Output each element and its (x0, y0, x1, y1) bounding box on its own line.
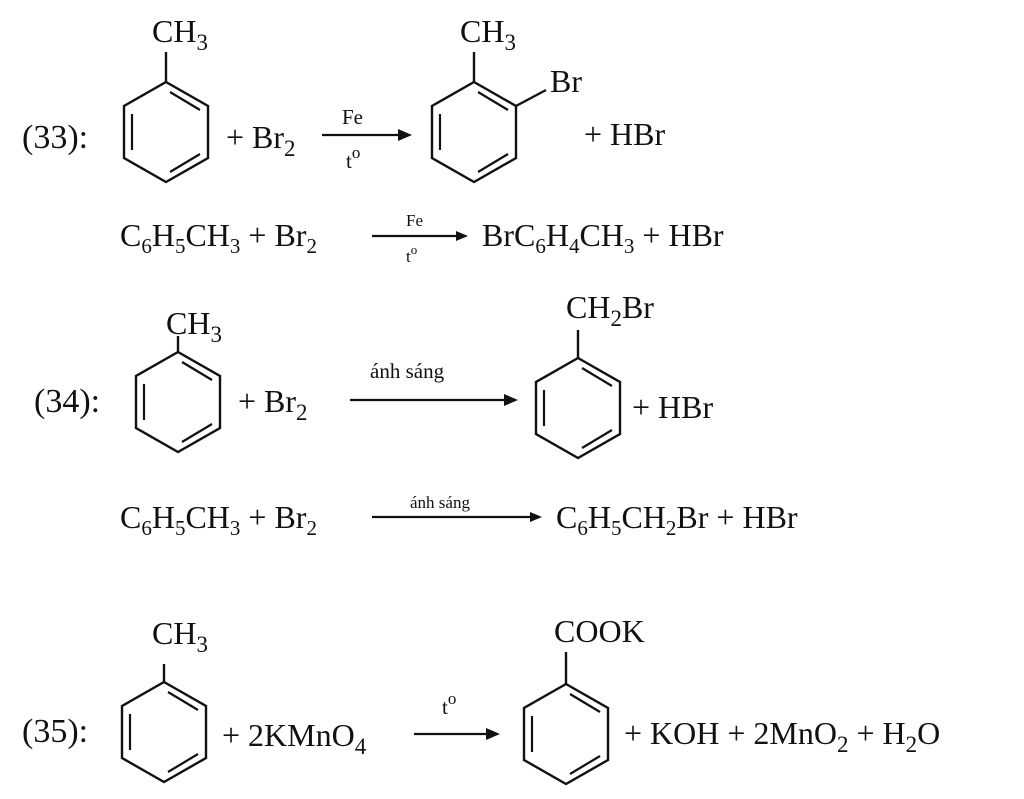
toluene-ring-33 (122, 52, 210, 184)
linear-34-arrow-top: ánh sáng (410, 493, 470, 512)
double-bond (169, 91, 201, 111)
arrow-34-condition-top: ánh sáng (370, 359, 445, 383)
reaction-34: (34): CH3 + Br2 ánh sáng CH2Br + HBr C6H… (34, 289, 798, 540)
linear-33-arrow-top: Fe (406, 211, 423, 230)
arrow-head (504, 394, 518, 406)
product-35-substituent: COOK (554, 613, 645, 649)
benzene-ring-34-reactant (134, 350, 222, 454)
double-bond (181, 361, 213, 381)
reactant-34-substituent: CH3 (166, 305, 222, 347)
reagent-35: + 2KMnO4 (222, 717, 367, 759)
double-bond (581, 429, 613, 449)
linear-33-arrow-bottom: to (406, 242, 417, 266)
product-34-substituent: CH2Br (566, 289, 654, 331)
arrow-35-condition-top: to (442, 689, 456, 719)
potassium-benzoate-ring-35 (522, 652, 610, 786)
reactant-35-substituent: CH3 (152, 615, 208, 657)
toluene-ring-34 (134, 336, 222, 454)
benzene-ring-34-product (534, 356, 622, 460)
reagent-34: + Br2 (238, 383, 308, 425)
linear-34-right: C6H5CH2Br + HBr (556, 499, 798, 540)
reaction-35-label: (35): (22, 713, 88, 750)
reagent-33: + Br2 (226, 119, 296, 161)
arrow-head (398, 129, 412, 141)
double-bond (167, 691, 199, 711)
bromotoluene-ring-33 (430, 52, 547, 184)
reaction-33-label: (33): (22, 119, 88, 156)
double-bond (477, 91, 509, 111)
double-bond (169, 153, 201, 173)
product-33-substituent: CH3 (460, 13, 516, 55)
product-33-ortho: Br (550, 63, 582, 99)
double-bond (167, 753, 199, 773)
double-bond (477, 153, 509, 173)
arrow-33-condition-bottom: to (346, 143, 360, 173)
arrow-33-condition-top: Fe (342, 105, 363, 129)
linear-33-left: C6H5CH3 + Br2 (120, 217, 317, 258)
reactant-33-substituent: CH3 (152, 13, 208, 55)
ortho-bond (515, 88, 547, 108)
reaction-34-label: (34): (34, 383, 100, 420)
benzyl-bromide-ring-34 (534, 330, 622, 460)
benzene-ring-33-product (430, 80, 518, 184)
benzene-ring-33-reactant (122, 80, 210, 184)
linear-34-left: C6H5CH3 + Br2 (120, 499, 317, 540)
double-bond (581, 367, 613, 387)
byproduct-34: + HBr (632, 389, 714, 425)
benzene-ring-35-reactant (120, 680, 208, 784)
double-bond (181, 423, 213, 443)
double-bond (569, 693, 601, 713)
arrow-head (456, 231, 468, 241)
benzene-ring-35-product (522, 682, 610, 786)
linear-33-right: BrC6H4CH3 + HBr (482, 217, 724, 258)
arrow-head (486, 728, 500, 740)
arrow-head (530, 512, 542, 522)
reaction-35: (35): CH3 + 2KMnO4 to COOK + KOH + 2MnO2… (22, 613, 940, 786)
byproduct-35: + KOH + 2MnO2 + H2O (624, 715, 940, 757)
double-bond (569, 755, 601, 775)
reaction-33: (33): CH3 + Br2 Fe to CH3 Br + HBr (22, 13, 724, 266)
byproduct-33: + HBr (584, 116, 666, 152)
toluene-ring-35 (120, 664, 208, 784)
